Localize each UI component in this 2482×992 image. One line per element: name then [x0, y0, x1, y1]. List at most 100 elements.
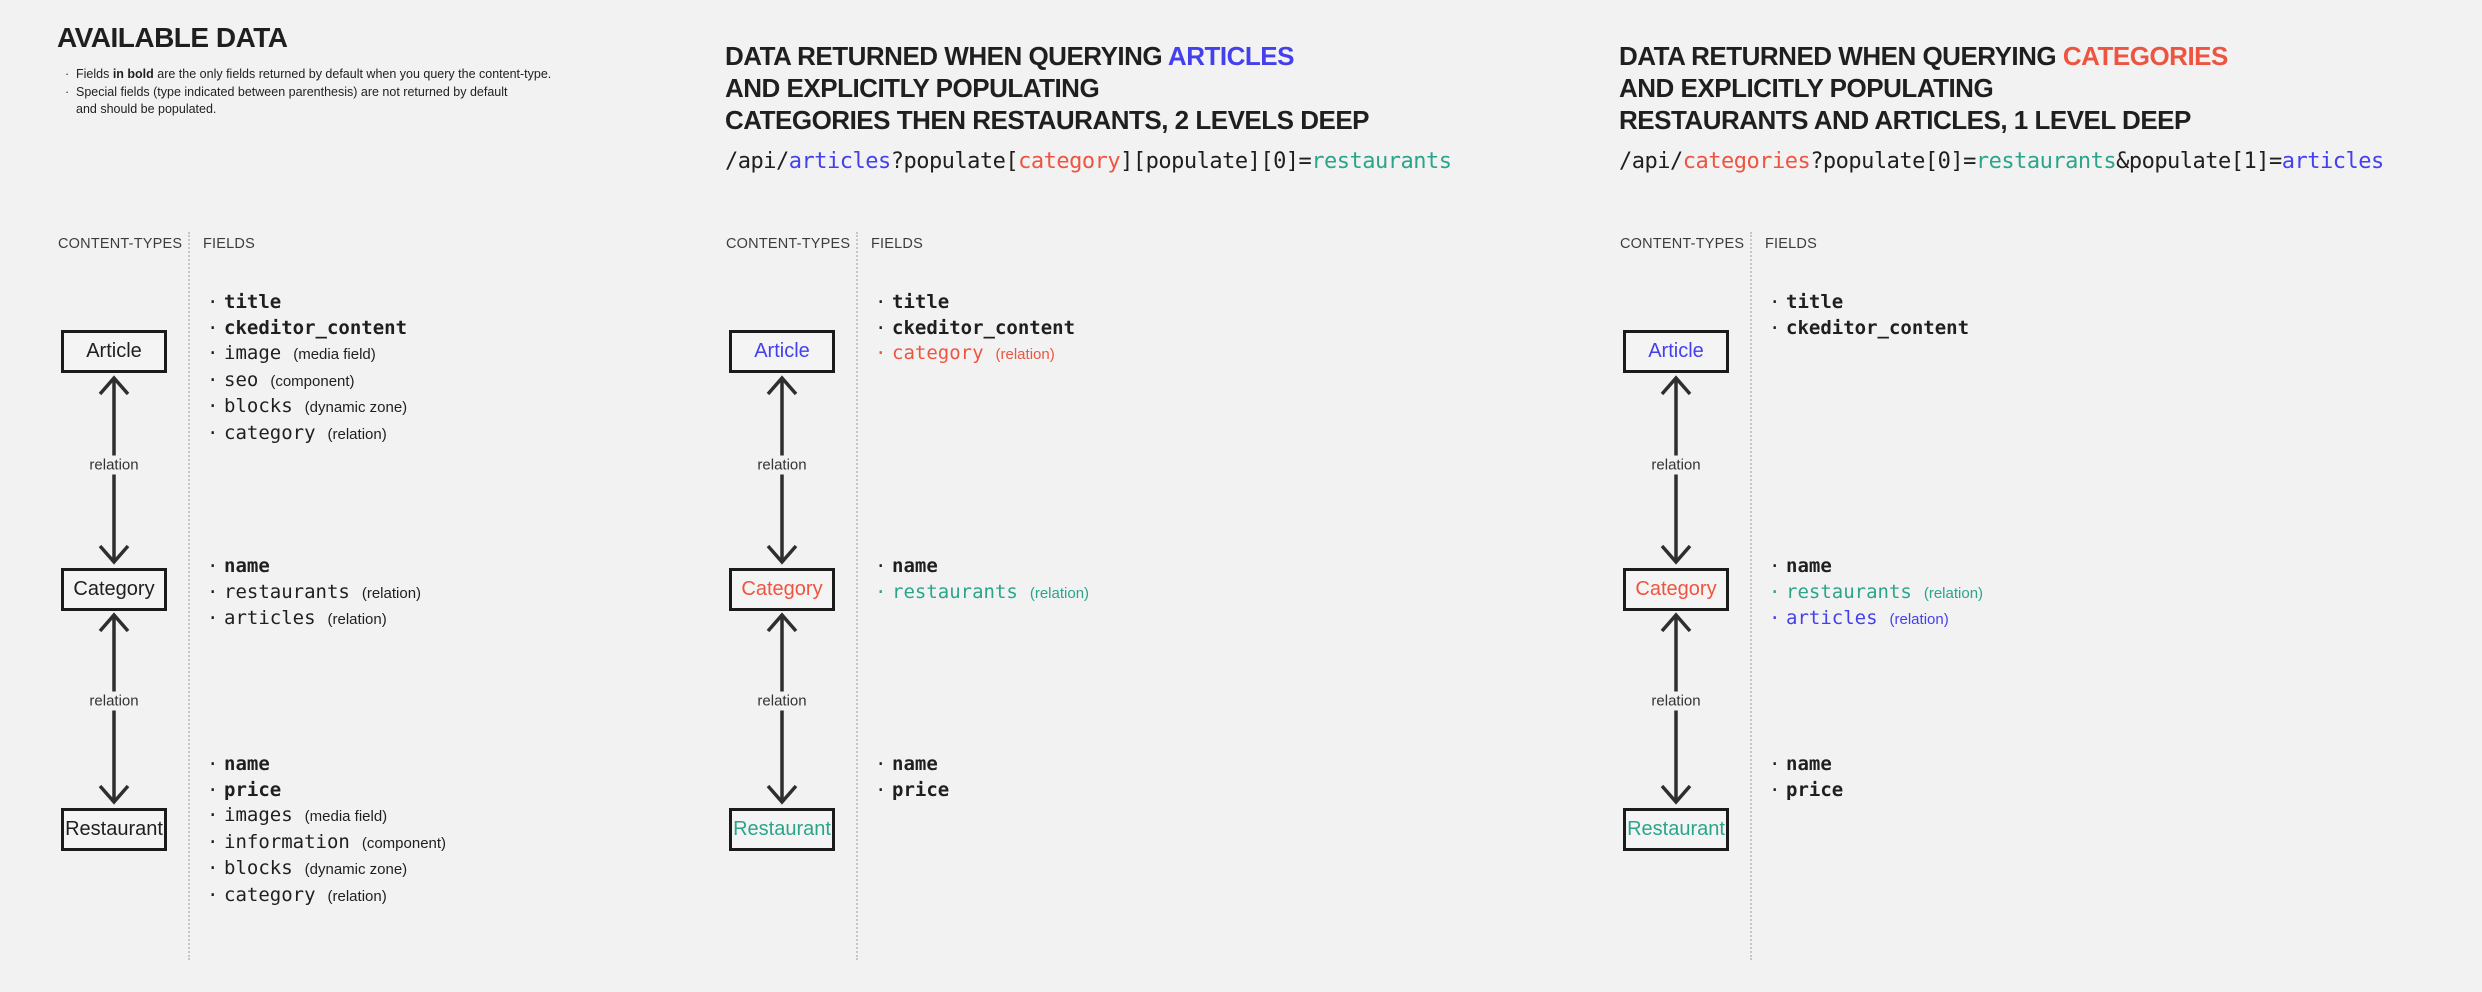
bullet-icon: ·	[875, 291, 887, 313]
content-type-box-article: Article	[1623, 330, 1729, 373]
panel-title-line: RESTAURANTS AND ARTICLES, 1 LEVEL DEEP	[1619, 104, 2228, 136]
api-url: /api/articles?populate[category][populat…	[725, 148, 1452, 176]
field-type-annotation: (relation)	[1889, 611, 1949, 628]
field-type-annotation: (dynamic zone)	[304, 399, 408, 416]
relation-label: relation	[1646, 691, 1706, 711]
field-type-annotation: (relation)	[995, 346, 1055, 363]
field-item: ·seo(component)	[207, 368, 407, 395]
field-name: name	[1786, 753, 1832, 775]
field-list-article: ·title·ckeditor_content·category(relatio…	[875, 290, 1075, 368]
field-item: ·name	[1769, 554, 1983, 580]
field-name: restaurants	[1786, 580, 1912, 603]
bullet-icon: ·	[207, 857, 219, 879]
content-type-name: Article	[86, 340, 142, 362]
text-segment: RESTAURANTS AND ARTICLES, 1 LEVEL DEEP	[1619, 105, 2191, 135]
content-type-diagram: CONTENT-TYPES FIELDS Article Category Re…	[57, 0, 757, 992]
field-item: ·title	[1769, 290, 1969, 316]
field-item: ·price	[875, 778, 949, 804]
text-segment: /api/	[725, 149, 789, 174]
field-item: ·ckeditor_content	[1769, 316, 1969, 342]
dotted-divider	[188, 232, 190, 960]
field-item: ·category(relation)	[875, 341, 1075, 368]
field-item: ·articles(relation)	[1769, 606, 1983, 633]
fields-header: FIELDS	[1765, 236, 1817, 252]
bullet-icon: ·	[207, 778, 219, 801]
field-item: ·ckeditor_content	[875, 316, 1075, 342]
panel-title-line: CATEGORIES THEN RESTAURANTS, 2 LEVELS DE…	[725, 104, 1370, 136]
field-item: ·restaurants(relation)	[875, 580, 1089, 607]
content-type-box-category: Category	[61, 568, 167, 611]
field-type-annotation: (media field)	[293, 346, 376, 363]
field-name: information	[224, 830, 350, 853]
content-type-box-article: Article	[61, 330, 167, 373]
bullet-icon: ·	[207, 368, 219, 391]
dotted-divider	[856, 232, 858, 960]
text-segment: ?populate[	[890, 149, 1019, 174]
field-name: name	[892, 555, 938, 577]
field-name: category	[224, 421, 316, 444]
content-type-box-restaurant: Restaurant	[1623, 808, 1729, 851]
bullet-icon: ·	[875, 778, 887, 801]
bullet-icon: ·	[207, 555, 219, 577]
field-item: ·name	[875, 554, 1089, 580]
bullet-icon: ·	[207, 830, 219, 853]
panel-title: DATA RETURNED WHEN QUERYING CATEGORIES AN…	[1619, 40, 2228, 136]
field-name: seo	[224, 368, 259, 391]
field-item: ·blocks(dynamic zone)	[207, 856, 446, 883]
bullet-icon: ·	[1769, 778, 1781, 801]
text-segment: Fields	[76, 67, 113, 81]
panel-title-line: AND EXPLICITLY POPULATING	[1619, 72, 2228, 104]
bullet-icon: ·	[207, 580, 219, 603]
field-list-category: ·name·restaurants(relation)	[875, 554, 1089, 606]
content-type-box-restaurant: Restaurant	[61, 808, 167, 851]
bullet-icon: ·	[65, 84, 70, 99]
content-types-header: CONTENT-TYPES	[1620, 236, 1745, 252]
bullet-icon: ·	[207, 804, 219, 826]
content-type-name: Article	[754, 340, 810, 362]
content-types-header: CONTENT-TYPES	[58, 236, 183, 252]
field-name: blocks	[224, 395, 293, 417]
text-segment: AND EXPLICITLY POPULATING	[1619, 73, 1994, 103]
field-name: ckeditor_content	[1786, 316, 1970, 339]
bullet-icon: ·	[207, 607, 219, 629]
field-item: ·information(component)	[207, 830, 446, 857]
note-item: ·Fields in bold are the only fields retu…	[65, 66, 551, 84]
bullet-icon: ·	[1769, 316, 1781, 339]
bullet-icon: ·	[207, 291, 219, 313]
field-name: price	[224, 778, 282, 801]
text-segment: /api/	[1619, 149, 1683, 174]
fields-header: FIELDS	[203, 236, 255, 252]
bullet-icon: ·	[207, 316, 219, 339]
field-type-annotation: (relation)	[361, 584, 422, 602]
content-type-box-restaurant: Restaurant	[729, 808, 835, 851]
field-item: ·ckeditor_content	[207, 316, 407, 342]
bullet-icon: ·	[207, 342, 219, 364]
field-item: ·blocks(dynamic zone)	[207, 394, 407, 421]
text-segment: ][populate][0]=	[1120, 149, 1312, 174]
bullet-icon: ·	[65, 67, 70, 81]
text-segment: CATEGORIES	[2062, 41, 2228, 71]
text-segment: DATA RETURNED WHEN QUERYING	[1619, 41, 2063, 71]
field-name: blocks	[224, 857, 293, 879]
text-segment: CATEGORIES THEN RESTAURANTS, 2 LEVELS DE…	[725, 105, 1370, 135]
field-item: ·title	[207, 290, 407, 316]
text-segment: restaurants	[1311, 149, 1452, 174]
field-item: ·category(relation)	[207, 421, 407, 448]
content-type-name: Restaurant	[65, 818, 163, 840]
panel-available-data: AVAILABLE DATA ·Fields in bold are the o…	[57, 0, 757, 992]
field-name: category	[224, 883, 316, 906]
dotted-divider	[1750, 232, 1752, 960]
relation-label: relation	[752, 691, 812, 711]
content-types-header: CONTENT-TYPES	[726, 236, 851, 252]
relation-label: relation	[752, 455, 812, 475]
panel-title-line: AVAILABLE DATA	[57, 22, 288, 54]
panel-title: AVAILABLE DATA	[57, 22, 288, 54]
field-item: ·name	[1769, 752, 1843, 778]
field-item: ·name	[207, 554, 421, 580]
field-item: ·articles(relation)	[207, 606, 421, 633]
content-type-name: Category	[1635, 578, 1717, 600]
field-name: images	[224, 804, 293, 826]
panel-title-line: DATA RETURNED WHEN QUERYING ARTICLES	[725, 40, 1369, 72]
text-segment: articles	[2281, 149, 2384, 174]
text-segment: ?populate[0]=	[1810, 149, 1976, 174]
